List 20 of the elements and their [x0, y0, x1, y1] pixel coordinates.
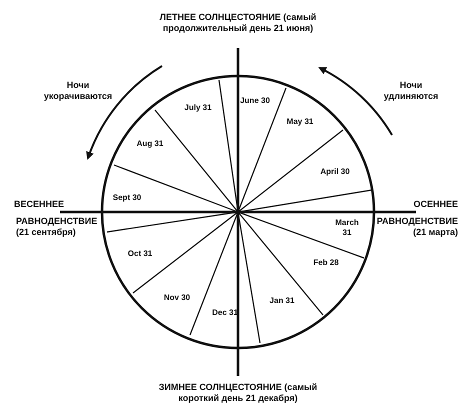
caption-text: ВЕСЕННЕЕ [14, 199, 66, 210]
caption-text: РАВНОДЕНСТВИЕ (21 сентября) [16, 216, 98, 238]
month-label: Dec 31 [211, 308, 239, 318]
month-label: May 31 [286, 117, 314, 127]
caption-text: ЛЕТНЕЕ СОЛНЦЕСТОЯНИЕ (самый продолжительный день 21 июня) [158, 12, 318, 34]
month-label: Nov 30 [162, 293, 192, 303]
month-label: June 30 [239, 96, 271, 106]
month-label: March 31 [334, 218, 360, 238]
month-label: Oct 31 [126, 249, 154, 259]
month-label: Sept 30 [112, 193, 142, 203]
caption-text: ОСЕННЕЕ [412, 199, 458, 210]
month-label: July 31 [183, 103, 213, 113]
month-label: Feb 28 [312, 258, 340, 268]
caption-text: РАВНОДЕНСТВИЕ (21 марта) [376, 216, 458, 238]
caption-text: ЗИМНЕЕ СОЛНЦЕСТОЯНИЕ (самый короткий день 21 декабря) [158, 382, 318, 404]
month-label: Aug 31 [136, 139, 164, 149]
caption-text: Ночи удлиняются [382, 80, 440, 102]
month-label: Jan 31 [268, 296, 296, 306]
caption-text: Ночи укорачиваются [42, 80, 114, 102]
month-label: April 30 [319, 167, 351, 177]
